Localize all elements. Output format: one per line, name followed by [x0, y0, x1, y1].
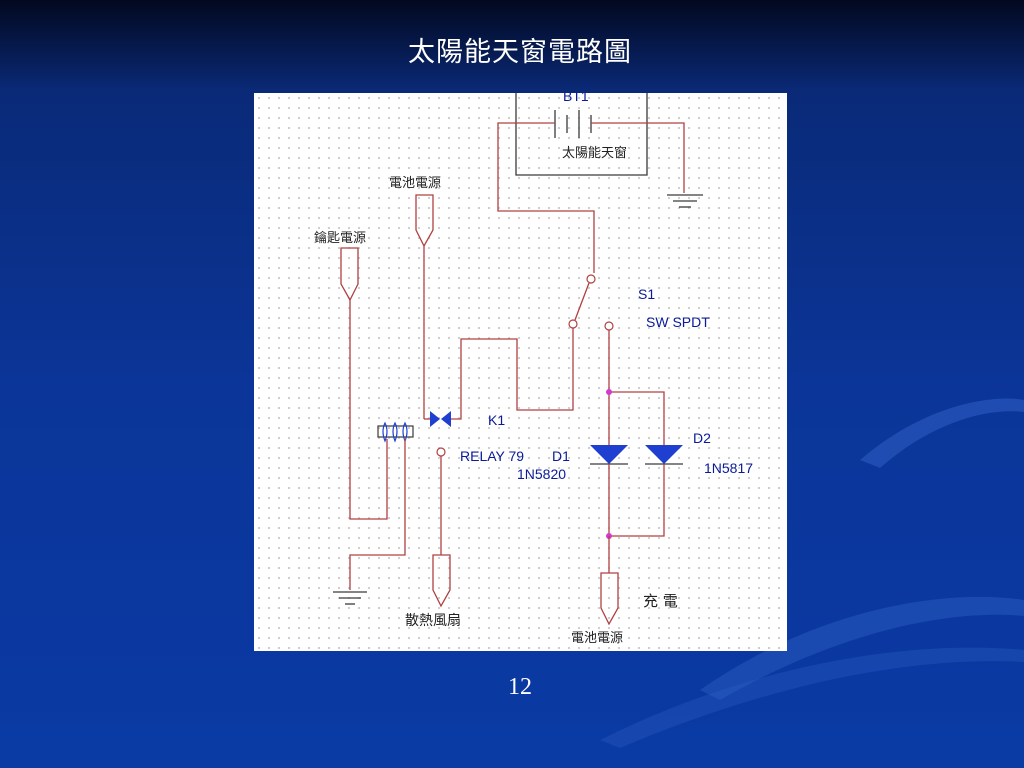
battery-supply-label-top: 電池電源: [389, 176, 441, 191]
switch-s1: [568, 274, 614, 331]
diode-d1: [590, 445, 628, 465]
battery-supply-terminal-bottom: [600, 572, 619, 626]
page-number: 12: [508, 674, 532, 700]
wire-coil-to-ground: [349, 439, 406, 590]
fan-terminal: [432, 554, 451, 608]
battery-ref-label: BT1: [563, 93, 589, 104]
solar-panel-box: [515, 93, 648, 176]
diode-d2: [645, 445, 683, 465]
relay-coil: [377, 421, 414, 443]
wire-diode-bottom-bus: [608, 464, 665, 537]
junction-top: [606, 389, 612, 395]
wire-diode-top-bus: [609, 391, 665, 445]
diode2-part-label: 1N5817: [704, 460, 753, 476]
ground-symbol-top: [667, 194, 703, 208]
diode1-ref-label: D1: [552, 448, 570, 464]
circuit-diagram: BT1 太陽能天窗 電池電源 鑰匙電源 S1 SW SPDT K1 D2 REL…: [254, 93, 787, 651]
solar-panel-label: 太陽能天窗: [562, 145, 627, 161]
key-supply-terminal: [340, 247, 388, 520]
battery-symbol: [554, 110, 592, 138]
ground-symbol-bottom: [333, 591, 367, 605]
battery-supply-terminal-top: [415, 194, 434, 420]
slide-title: 太陽能天窗電路圖: [408, 37, 632, 68]
diode2-ref-label: D2: [693, 430, 711, 446]
battery-supply-label-bottom: 電池電源: [571, 631, 623, 646]
switch-ref-label: S1: [638, 286, 655, 302]
wire-battery-right: [591, 122, 685, 193]
relay-contacts: [430, 411, 451, 457]
relay-ref-label: K1: [488, 412, 505, 428]
diode1-part-label: 1N5820: [517, 466, 566, 482]
key-supply-label: 鑰匙電源: [314, 231, 366, 246]
switch-type-label: SW SPDT: [646, 314, 710, 330]
wire-switch-to-relay: [450, 328, 574, 420]
charge-label: 充 電: [643, 592, 678, 610]
relay-type-label: RELAY 79: [460, 448, 524, 464]
wire-battery-left: [497, 122, 595, 273]
fan-label: 散熱風扇: [405, 613, 461, 629]
